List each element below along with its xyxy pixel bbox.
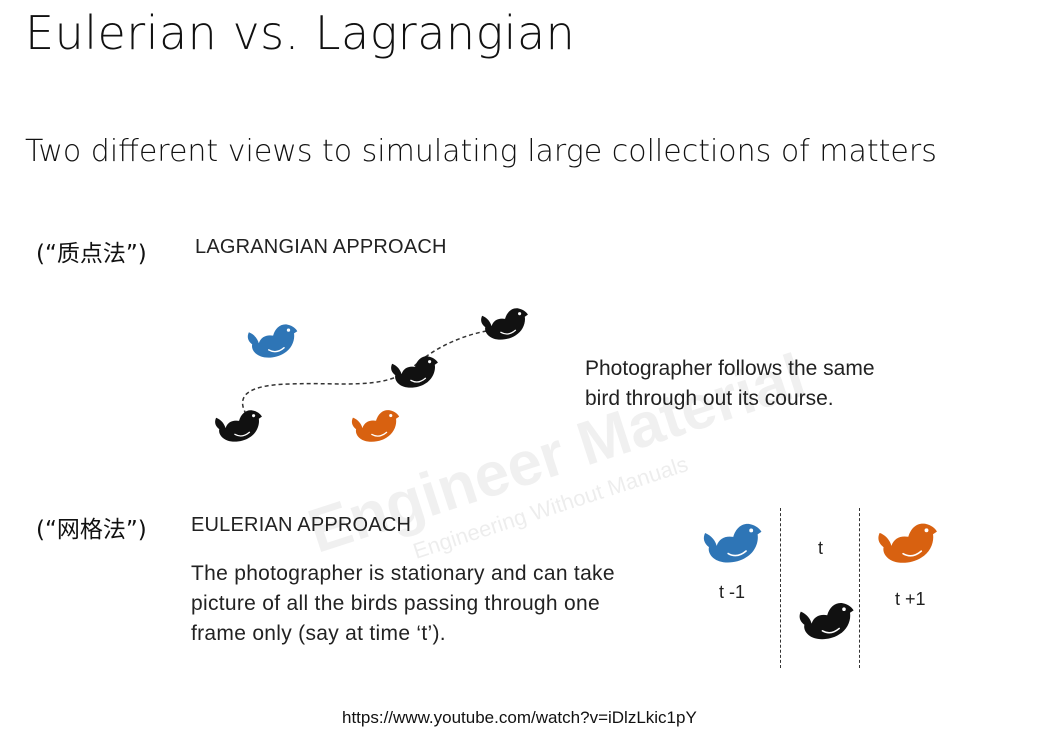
bird-orange-icon <box>348 404 402 446</box>
lagrangian-description-line-2: bird through out its course. <box>585 387 834 410</box>
time-label-now: t <box>818 538 824 558</box>
eulerian-description-line-2: picture of all the birds passing through… <box>191 592 600 615</box>
lagrangian-heading: LAGRANGIAN APPROACH <box>195 236 447 258</box>
eulerian-description-line-3: frame only (say at time ‘t’). <box>191 622 446 645</box>
bird-path-dashed <box>241 329 493 421</box>
source-url-link[interactable]: https://www.youtube.com/watch?v=iDlzLkic… <box>342 708 697 727</box>
bird-black-frame-now-icon <box>796 596 856 644</box>
bird-orange-frame-next-icon <box>874 516 940 568</box>
time-label-next: t +1 <box>895 589 926 609</box>
eulerian-description: The photographer is stationary and can t… <box>191 559 615 649</box>
lagrangian-description: Photographer follows the same bird throu… <box>585 354 875 414</box>
bird-black-middle-icon <box>388 350 440 392</box>
eulerian-heading: EULERIAN APPROACH <box>191 514 412 536</box>
frame-divider-left <box>780 508 781 668</box>
bird-black-end-icon <box>478 302 530 344</box>
bird-black-start-icon <box>212 404 264 446</box>
eulerian-zh-label: (“网格法”) <box>36 517 147 543</box>
frame-divider-right <box>859 508 860 668</box>
bird-blue-frame-prev-icon <box>700 516 764 568</box>
eulerian-description-line-1: The photographer is stationary and can t… <box>191 562 615 585</box>
lagrangian-description-line-1: Photographer follows the same <box>585 357 875 380</box>
bird-blue-icon <box>244 318 300 362</box>
slide-title: Eulerian vs. Lagrangian <box>25 6 576 60</box>
lagrangian-zh-label: (“质点法”) <box>36 241 147 267</box>
slide-subtitle: Two different views to simulating large … <box>25 134 937 169</box>
time-label-prev: t -1 <box>719 582 746 602</box>
